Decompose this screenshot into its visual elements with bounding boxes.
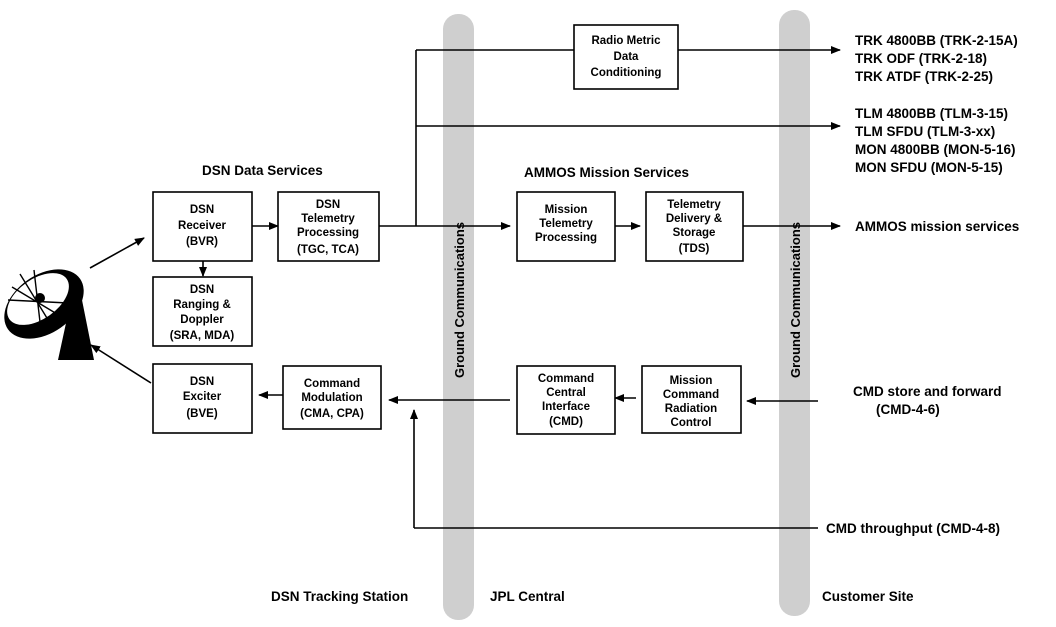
radio-metric-box: Radio Metric Data Conditioning <box>573 24 679 90</box>
output-cmd-store-1: CMD store and forward <box>853 384 1002 399</box>
ground-comm-label-right: Ground Communications <box>788 222 803 378</box>
dsn-ranging-line-3: Doppler <box>180 314 224 326</box>
telemetry-delivery-line-4: (TDS) <box>679 243 710 255</box>
telemetry-delivery-line-3: Storage <box>673 227 716 239</box>
ground-comm-pillar-left <box>443 14 474 620</box>
dsn-ranging-line-1: DSN <box>190 284 214 296</box>
command-central-line-4: (CMD) <box>549 416 583 428</box>
output-tlm-2: TLM SFDU (TLM-3-xx) <box>855 124 995 139</box>
dsn-receiver-line-2: Receiver <box>178 220 226 232</box>
output-trk-3: TRK ATDF (TRK-2-25) <box>855 69 993 84</box>
telemetry-delivery-box: Telemetry Delivery & Storage (TDS) <box>645 191 744 262</box>
mission-command-line-4: Control <box>671 417 712 429</box>
command-central-box: Command Central Interface (CMD) <box>516 365 616 435</box>
telemetry-delivery-line-1: Telemetry <box>667 199 721 211</box>
output-cmd-throughput: CMD throughput (CMD-4-8) <box>826 521 1000 536</box>
radio-metric-line-3: Conditioning <box>591 67 662 79</box>
dsn-telemetry-box: DSN Telemetry Processing (TGC, TCA) <box>277 191 380 262</box>
footer-customer-site: Customer Site <box>822 589 914 604</box>
connectors <box>89 46 841 529</box>
output-tlm-3: MON 4800BB (MON-5-16) <box>855 142 1016 157</box>
mission-telemetry-box: Mission Telemetry Processing <box>516 191 616 262</box>
dsn-telemetry-line-3: Processing <box>297 227 359 239</box>
radio-metric-line-2: Data <box>614 51 640 63</box>
dsn-receiver-box: DSN Receiver (BVR) <box>152 191 253 262</box>
dsn-receiver-line-1: DSN <box>190 204 214 216</box>
ammos-mission-services-heading: AMMOS Mission Services <box>524 165 689 180</box>
ground-comm-pillar-right <box>779 10 810 616</box>
command-modulation-line-3: (CMA, CPA) <box>300 408 364 420</box>
mission-telemetry-line-1: Mission <box>545 204 588 216</box>
telemetry-delivery-line-2: Delivery & <box>666 213 722 225</box>
command-central-line-2: Central <box>546 387 586 399</box>
mission-telemetry-line-2: Telemetry <box>539 218 593 230</box>
dsn-exciter-line-3: (BVE) <box>186 408 217 420</box>
dsn-exciter-box: DSN Exciter (BVE) <box>152 363 253 434</box>
output-tlm-1: TLM 4800BB (TLM-3-15) <box>855 106 1008 121</box>
mission-telemetry-line-3: Processing <box>535 232 597 244</box>
dsn-ranging-line-2: Ranging & <box>173 299 231 311</box>
dsn-exciter-line-2: Exciter <box>183 391 222 403</box>
footer-jpl-central: JPL Central <box>490 589 565 604</box>
dsn-telemetry-line-2: Telemetry <box>301 213 355 225</box>
dsn-ranging-line-4: (SRA, MDA) <box>170 330 235 342</box>
output-ammos: AMMOS mission services <box>855 219 1019 234</box>
command-modulation-line-1: Command <box>304 378 360 390</box>
command-central-line-3: Interface <box>542 401 590 413</box>
mission-command-line-1: Mission <box>670 375 713 387</box>
output-tlm-4: MON SFDU (MON-5-15) <box>855 160 1003 175</box>
output-trk-2: TRK ODF (TRK-2-18) <box>855 51 987 66</box>
dsn-receiver-line-3: (BVR) <box>186 236 218 248</box>
output-cmd-store-2: (CMD-4-6) <box>876 402 940 417</box>
dsn-telemetry-line-4: (TGC, TCA) <box>297 244 359 256</box>
command-modulation-line-2: Modulation <box>301 392 362 404</box>
dsn-ranging-box: DSN Ranging & Doppler (SRA, MDA) <box>152 276 253 347</box>
mission-command-box: Mission Command Radiation Control <box>641 365 742 434</box>
output-trk-1: TRK 4800BB (TRK-2-15A) <box>855 33 1018 48</box>
mission-command-line-2: Command <box>663 389 719 401</box>
dsn-exciter-line-1: DSN <box>190 376 214 388</box>
mission-command-line-3: Radiation <box>665 403 717 415</box>
arrow-antenna-to-receiver <box>89 237 145 269</box>
command-modulation-box: Command Modulation (CMA, CPA) <box>282 365 382 430</box>
command-central-line-1: Command <box>538 373 594 385</box>
arrow-exciter-to-antenna <box>90 344 152 384</box>
satellite-dish-icon <box>4 269 94 360</box>
dsn-telemetry-line-1: DSN <box>316 199 340 211</box>
ground-comm-label-left: Ground Communications <box>452 222 467 378</box>
dsn-data-services-heading: DSN Data Services <box>202 163 323 178</box>
footer-dsn-station: DSN Tracking Station <box>271 589 408 604</box>
radio-metric-line-1: Radio Metric <box>591 35 661 47</box>
